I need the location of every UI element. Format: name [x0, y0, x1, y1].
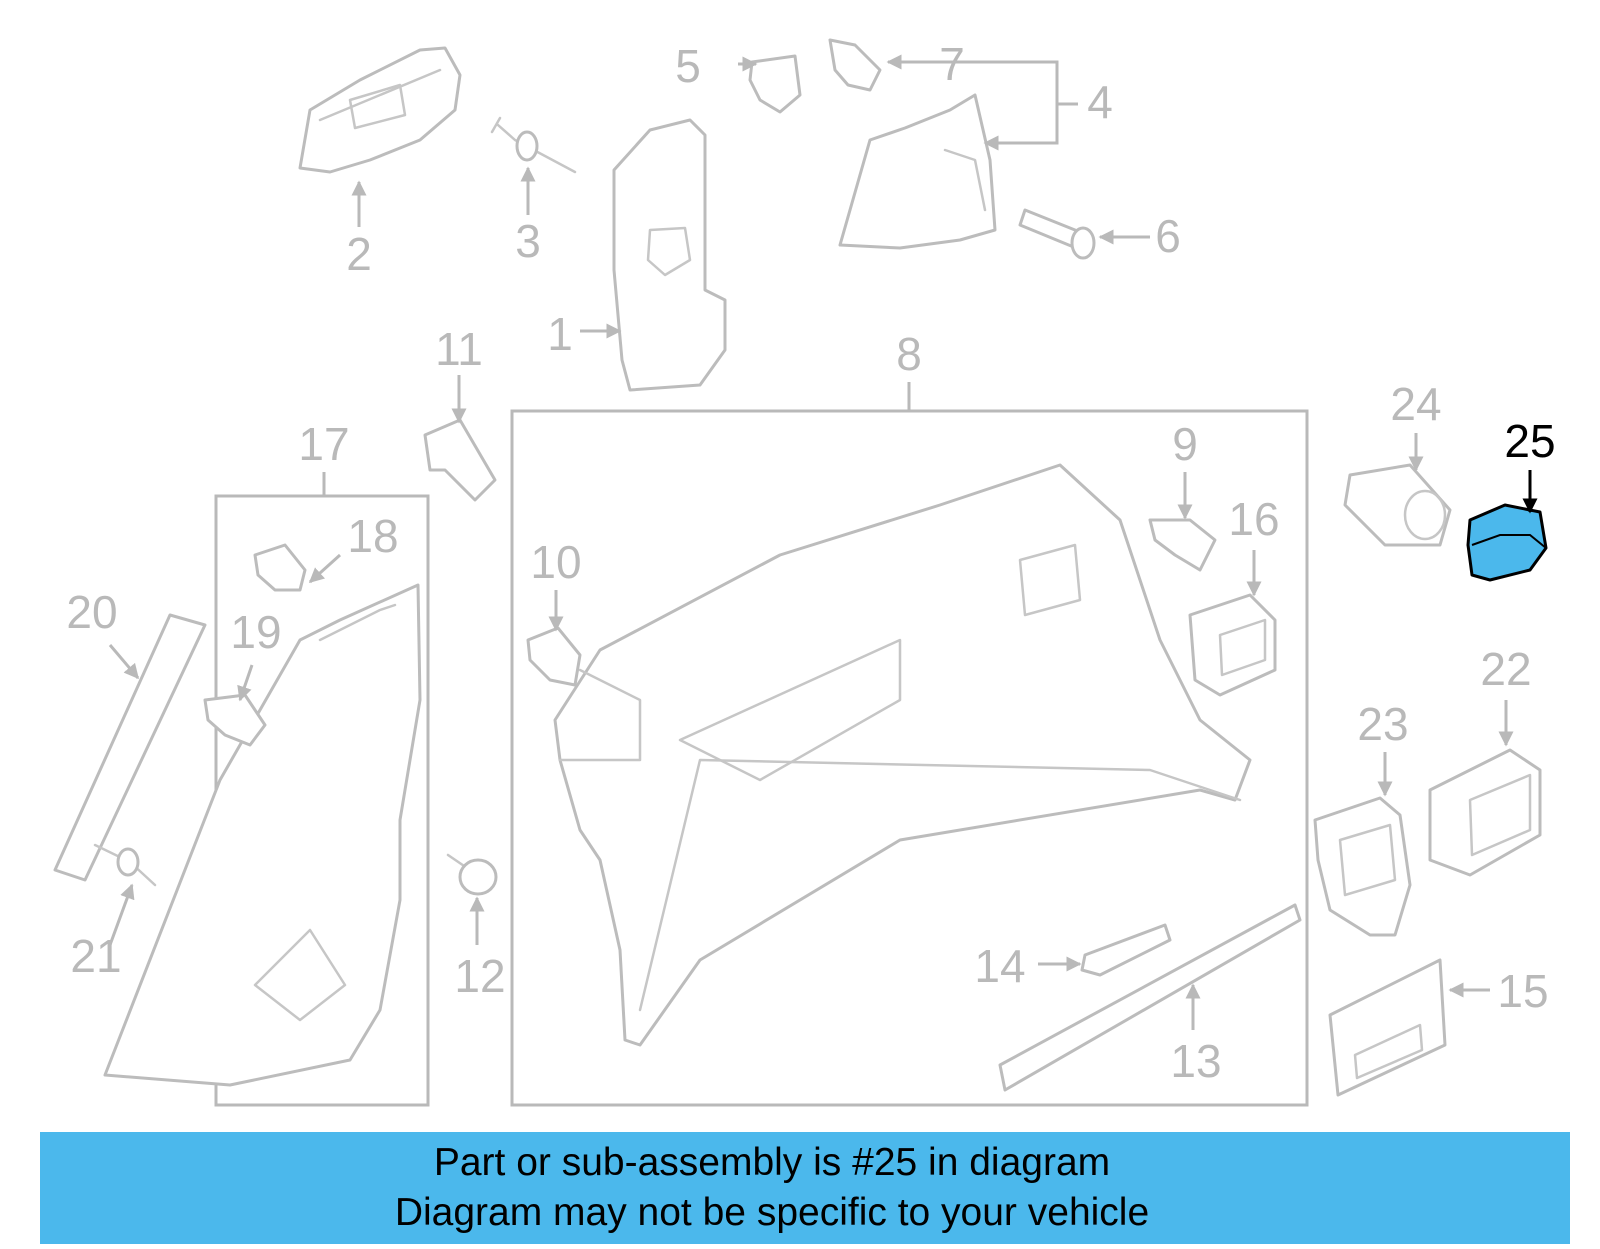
- banner-line-1: Part or sub-assembly is #25 in diagram: [433, 1141, 1111, 1184]
- part-16-outlet: [1188, 593, 1277, 697]
- callout-8: 8: [896, 328, 922, 380]
- part-20-strip: [53, 613, 207, 882]
- part-2-trim-cover: [298, 46, 462, 174]
- callout-9: 9: [1172, 418, 1198, 470]
- callout-12: 12: [454, 950, 505, 1002]
- banner-line-2: Diagram may not be specific to your vehi…: [394, 1191, 1150, 1234]
- callout-20: 20: [66, 586, 117, 638]
- callout-23: 23: [1357, 698, 1408, 750]
- part-1-pillar-trim: [612, 118, 727, 392]
- part-19-clip: [203, 693, 267, 747]
- part-10-clip: [526, 626, 582, 687]
- part-6-bolt: [1018, 208, 1096, 260]
- part-22-switch: [1428, 748, 1542, 877]
- part-4-trim-panel: [838, 93, 997, 250]
- callout-3: 3: [515, 215, 541, 267]
- part-21-pin: [93, 843, 157, 887]
- part-13-sill-plate: [998, 903, 1302, 1092]
- part-24-socket: [1343, 463, 1452, 547]
- part-9-clip: [1148, 518, 1217, 572]
- callout-15: 15: [1497, 965, 1548, 1017]
- callout-2: 2: [346, 228, 372, 280]
- callout-16: 16: [1228, 493, 1279, 545]
- callout-6: 6: [1155, 210, 1181, 262]
- callout-7: 7: [939, 38, 965, 90]
- callout-10: 10: [530, 536, 581, 588]
- callout-21: 21: [70, 930, 121, 982]
- callout-25: 25: [1504, 415, 1555, 467]
- part-7-clip: [828, 38, 882, 92]
- callout-13: 13: [1170, 1035, 1221, 1087]
- callout-11: 11: [435, 323, 483, 375]
- leader-lines: [108, 54, 1538, 1030]
- part-17-side-trim: [103, 583, 422, 1087]
- part-3-push-pin: [490, 116, 577, 174]
- part-18-clip: [253, 543, 307, 592]
- callout-4: 4: [1087, 76, 1113, 128]
- callout-22: 22: [1480, 643, 1531, 695]
- part-15-plate: [1328, 958, 1447, 1097]
- part-5-clip: [748, 54, 802, 114]
- callout-labels: 1 2 3 4 5 6 7 8 9 10 11 12 13 14 15 16 1…: [66, 38, 1555, 1087]
- callout-14: 14: [974, 940, 1025, 992]
- part-14-trim: [1080, 923, 1172, 977]
- part-25-cap-highlighted: [1466, 503, 1548, 582]
- callout-5: 5: [675, 40, 701, 92]
- callout-18: 18: [347, 510, 398, 562]
- part-8-quarter-trim-panel: [553, 463, 1252, 1047]
- part-23-bracket: [1313, 796, 1412, 937]
- info-banner: Part or sub-assembly is #25 in diagram D…: [40, 1132, 1570, 1244]
- part-11-clip: [423, 418, 497, 502]
- callout-1: 1: [547, 308, 573, 360]
- callout-24: 24: [1390, 378, 1441, 430]
- callout-19: 19: [230, 606, 281, 658]
- part-12-pin: [446, 853, 498, 896]
- callout-17: 17: [298, 418, 349, 470]
